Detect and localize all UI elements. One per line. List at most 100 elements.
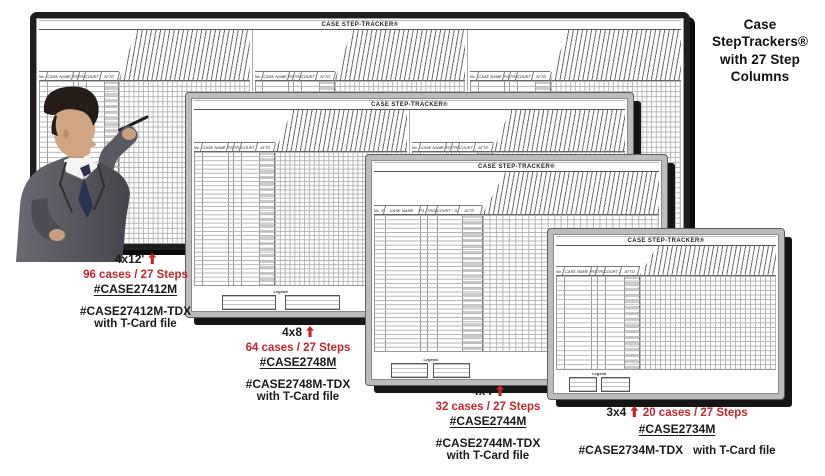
column-header: ATTD — [474, 143, 494, 152]
column-header: CASE NAME — [563, 266, 593, 275]
step-columns-hatch-icon — [639, 246, 776, 275]
step-columns-hatch-icon — [334, 30, 466, 81]
cases-label: 64 cases / 27 Steps — [245, 341, 351, 354]
cases-label: 32 cases / 27 Steps — [435, 400, 541, 413]
tdx-line: #CASE2734M-TDX with T-Card file — [568, 443, 786, 459]
column-header: CASE NAME — [46, 72, 74, 81]
tie — [78, 177, 93, 218]
legend-box — [391, 363, 428, 378]
column-header: ATTD — [620, 266, 641, 275]
board-legend: Legend — [221, 289, 340, 310]
stripe-column — [462, 215, 483, 351]
column-header: CASE NAME — [261, 72, 290, 81]
legend-box — [601, 377, 630, 392]
column-header: ATTD — [316, 72, 336, 81]
caption-4x8: 4x8 64 cases / 27 Steps #CASE2748M #CASE… — [213, 323, 383, 404]
board-title: CASE STEP-TRACKER® — [627, 238, 705, 244]
board-title: CASE STEP-TRACKER® — [371, 102, 448, 108]
step-columns-hatch-icon — [274, 110, 407, 152]
column-header: CASE NAME — [383, 206, 421, 215]
column-header: CASE NAME — [477, 72, 505, 81]
column-header: ATTD — [256, 143, 276, 152]
presenter-image — [16, 86, 149, 262]
product-code: #CASE2748M — [259, 355, 337, 370]
board-title: CASE STEP-TRACKER® — [478, 164, 555, 170]
red-arrow-icon — [630, 406, 639, 417]
cases-label: 96 cases / 27 Steps — [83, 268, 188, 281]
board-title: CASE STEP-TRACKER® — [321, 22, 399, 28]
size-label: 4x4 — [471, 384, 493, 398]
board-title-strip: CASE STEP-TRACKER® — [374, 162, 659, 172]
step-columns-hatch-icon — [482, 172, 659, 215]
info-columns — [557, 275, 625, 369]
red-arrow-icon — [148, 253, 157, 264]
size-label: 3x4 — [606, 405, 627, 419]
tdx-note: with T-Card file — [693, 445, 776, 458]
board-legend: Legend — [391, 357, 470, 378]
board-title-strip: CASE STEP-TRACKER® — [39, 20, 681, 30]
column-header: ATTD — [100, 72, 121, 81]
legend-box — [284, 295, 340, 310]
caption-3x4: 3x4 20 cases / 27 Steps #CASE2734M #CASE… — [568, 403, 786, 459]
product-code: #CASE2744M — [449, 414, 527, 429]
column-header: ATTD — [457, 206, 484, 215]
caption-4x12: 4x12' 96 cases / 27 Steps #CASE27412M #C… — [48, 250, 223, 331]
size-label: 4x8 — [281, 325, 303, 339]
tdx-note: with T-Card file — [446, 449, 530, 462]
caption-4x4: 4x4 32 cases / 27 Steps #CASE2744M #CASE… — [402, 382, 574, 463]
step-columns-hatch-icon — [492, 110, 625, 152]
product-code-tdx: #CASE2734M-TDX — [578, 443, 684, 458]
column-header: CASE NAME — [419, 143, 447, 152]
legend-box — [433, 363, 470, 378]
product-code-tdx: #CASE2744M-TDX — [435, 435, 541, 450]
hand — [122, 128, 136, 140]
headline: Case StepTrackers® with 27 Step Columns — [711, 17, 809, 84]
size-label: 4x12' — [114, 252, 145, 266]
tdx-note: with T-Card file — [94, 317, 177, 330]
board-title-strip: CASE STEP-TRACKER® — [194, 100, 625, 110]
board-title-strip: CASE STEP-TRACKER® — [556, 236, 776, 246]
cases-label: 20 cases / 27 Steps — [642, 407, 748, 419]
board-legend: Legend — [568, 371, 630, 392]
product-code: #CASE27412M — [93, 282, 178, 297]
info-columns — [195, 152, 261, 285]
info-columns — [375, 215, 463, 351]
legend-label: Legend — [592, 371, 607, 377]
tdx-note: with T-Card file — [256, 390, 340, 403]
column-header: CASE NAME — [201, 143, 229, 152]
legend-label: Legend — [423, 357, 438, 363]
column-header: COURT / JUDGE — [435, 206, 460, 215]
step-columns-hatch-icon — [550, 30, 682, 81]
hair — [43, 86, 99, 126]
red-arrow-icon — [496, 385, 505, 396]
step-columns-hatch-icon — [119, 30, 250, 81]
case-grid — [556, 275, 776, 370]
product-code-tdx: #CASE2748M-TDX — [245, 376, 351, 391]
legend-box — [568, 377, 598, 392]
red-arrow-icon — [306, 326, 315, 337]
column-header: ATTD — [531, 72, 552, 81]
face — [53, 106, 96, 157]
step-grid — [639, 275, 775, 369]
product-code-tdx: #CASE27412M-TDX — [79, 303, 192, 318]
legend-label: Legend — [273, 289, 288, 295]
product-code: #CASE2734M — [638, 421, 716, 436]
legend-box — [221, 295, 277, 310]
